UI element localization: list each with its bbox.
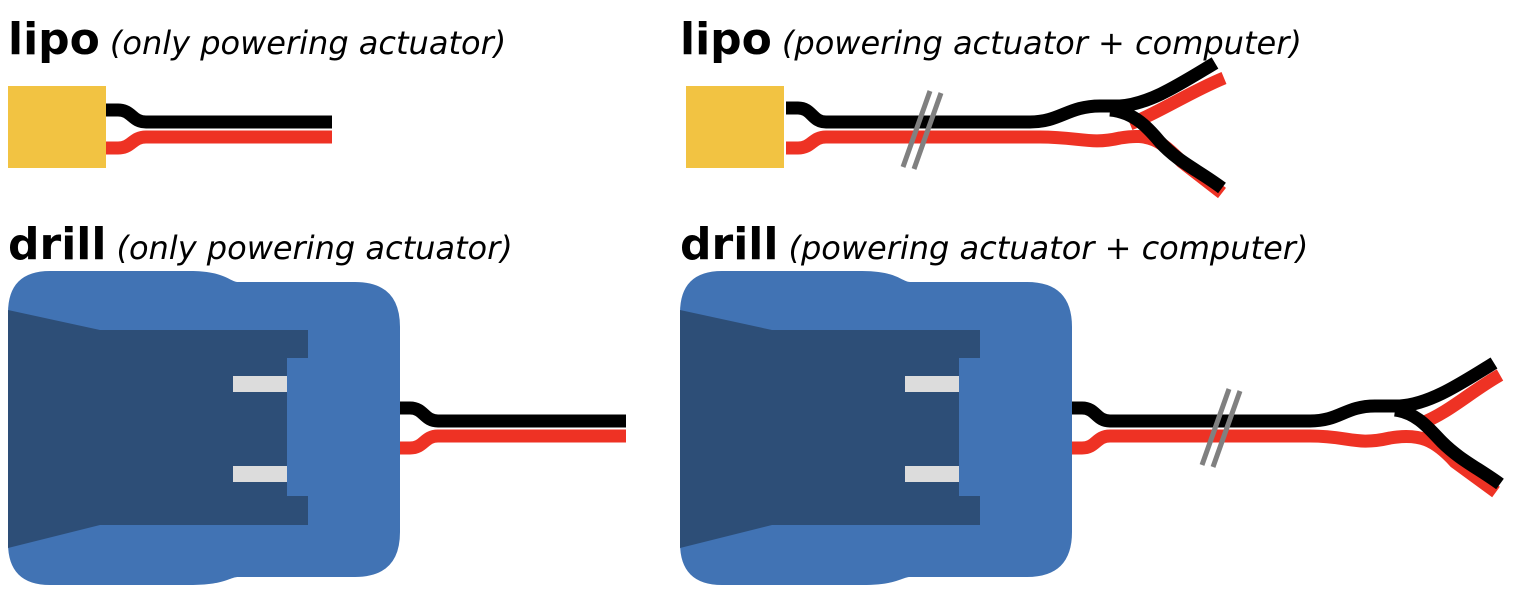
lipo-actuator-title: lipo(only powering actuator) (8, 18, 506, 62)
drill-actuator-note: (only powering actuator) (116, 229, 513, 267)
drill-battery-slot (680, 310, 980, 548)
drill-actuator-title: drill(only powering actuator) (8, 223, 513, 267)
black-wire (786, 57, 1219, 129)
break-mark (1199, 388, 1232, 466)
drill-contact-bottom (233, 466, 287, 482)
drill-contact-top (905, 376, 959, 392)
break-mark (900, 90, 933, 168)
lipo-actuator-name: lipo (8, 14, 100, 65)
lipo-computer-note: (powering actuator + computer) (781, 24, 1302, 62)
red-wire (1070, 429, 1500, 498)
drill-computer-title: drill(powering actuator + computer) (680, 223, 1308, 267)
drill-battery-slot (8, 310, 308, 548)
black-wire (105, 103, 332, 129)
lipo-computer-name: lipo (680, 14, 772, 65)
black-branch (1393, 403, 1504, 490)
drill-computer-name: drill (680, 219, 779, 270)
drill-contact-bottom (905, 466, 959, 482)
break-mark (911, 92, 944, 170)
black-wire (398, 401, 626, 428)
black-branch (1109, 103, 1226, 194)
drill-terminal-block (959, 358, 1072, 496)
xt60-connector (8, 86, 106, 168)
red-wire (398, 429, 626, 455)
drill-contact-top (233, 376, 287, 392)
lipo-computer-panel (686, 57, 1227, 199)
drill-actuator-panel (8, 271, 626, 585)
drill-terminal-block (287, 358, 400, 496)
drill-actuator-name: drill (8, 219, 107, 270)
lipo-computer-title: lipo(powering actuator + computer) (680, 18, 1302, 62)
lipo-actuator-panel (8, 86, 332, 168)
drill-computer-note: (powering actuator + computer) (788, 229, 1309, 267)
lipo-actuator-note: (only powering actuator) (109, 24, 507, 62)
red-wire (105, 130, 332, 155)
break-mark (1210, 390, 1243, 468)
xt60-connector (686, 86, 784, 168)
black-wire (1070, 357, 1498, 428)
drill-computer-panel (680, 271, 1504, 585)
